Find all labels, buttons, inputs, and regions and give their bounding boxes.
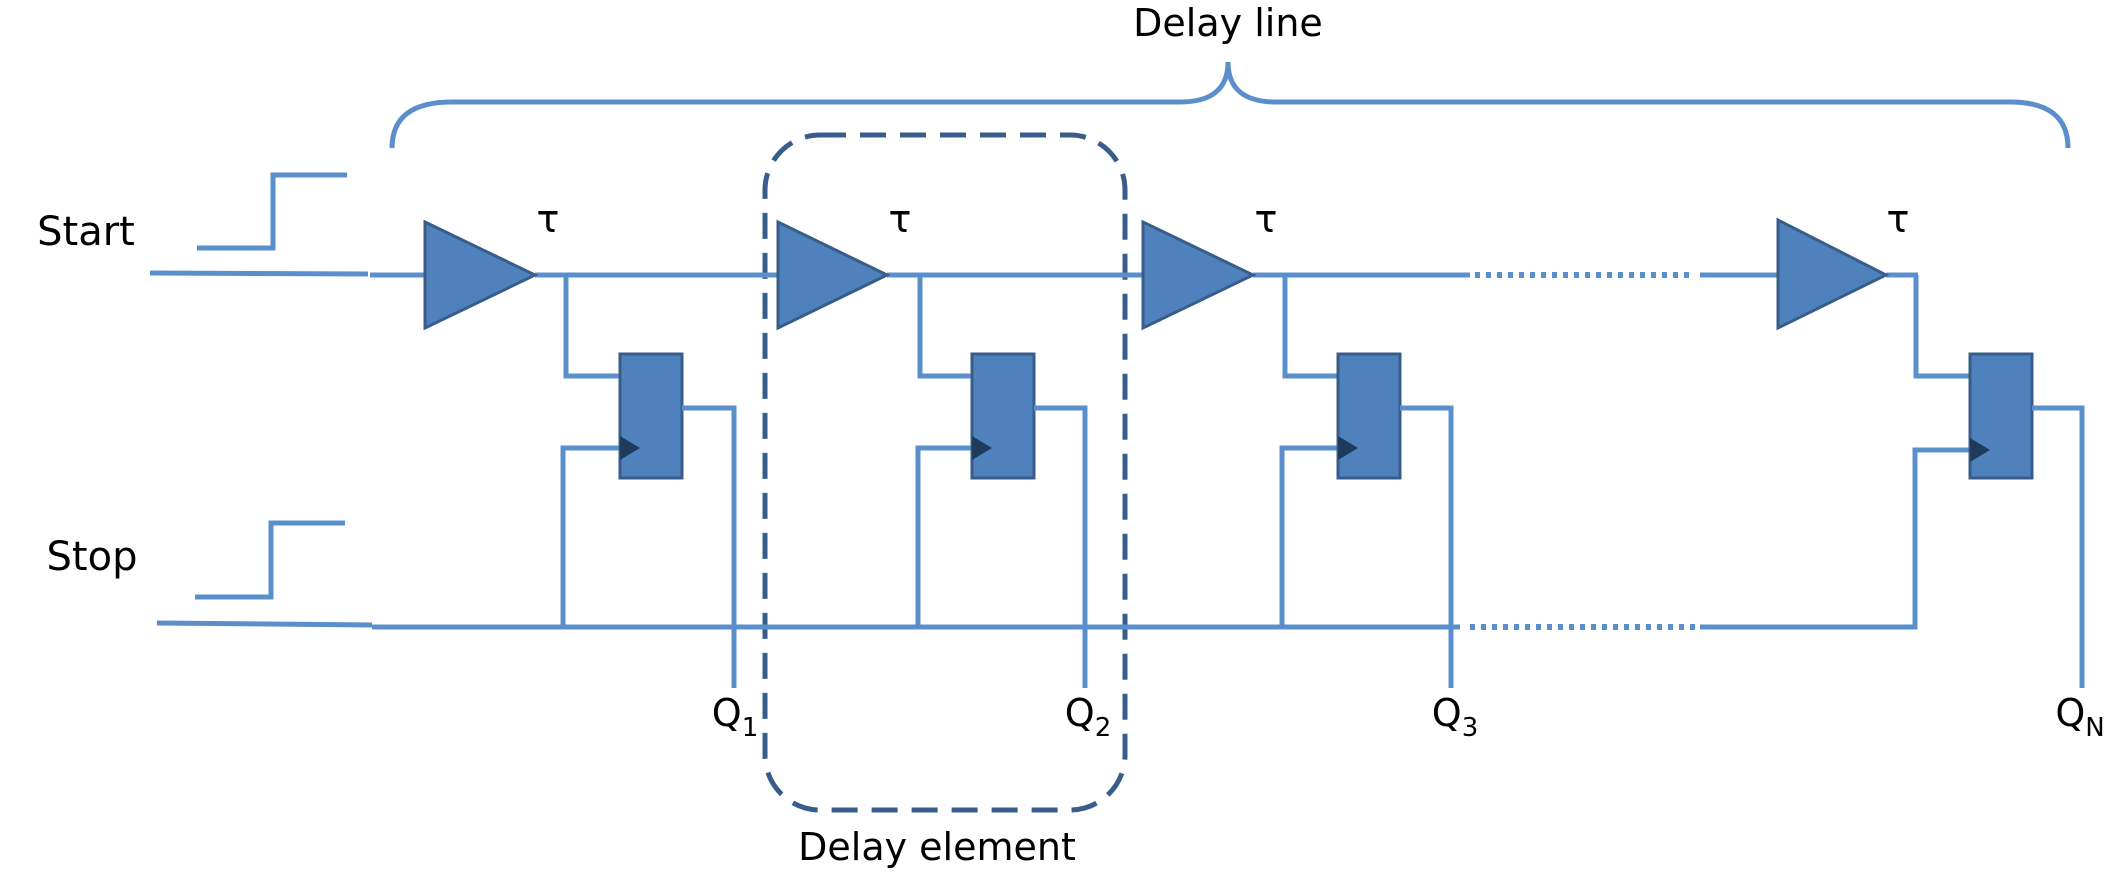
output-label-3: Q3 bbox=[1432, 691, 1478, 743]
flip-flop-n bbox=[1968, 352, 2034, 480]
flip-flop-3 bbox=[1336, 352, 1402, 480]
clock-marker-1 bbox=[620, 436, 640, 460]
output-label-n: QN bbox=[2055, 691, 2104, 743]
delay-stage-2: τ Q2 bbox=[776, 197, 1111, 743]
start-label: Start bbox=[37, 209, 135, 255]
start-step-waveform bbox=[197, 172, 347, 251]
flip-flop-1 bbox=[618, 352, 684, 480]
delay-element-label: Delay element bbox=[798, 825, 1076, 869]
delay-buffer-n bbox=[1776, 217, 1890, 331]
stop-label: Stop bbox=[47, 534, 138, 580]
output-label-2: Q2 bbox=[1065, 691, 1111, 743]
stop-step-waveform bbox=[195, 520, 345, 600]
delay-label-1: τ bbox=[537, 197, 560, 241]
start-line bbox=[149, 270, 1918, 278]
delay-label-3: τ bbox=[1255, 197, 1278, 241]
delay-line-label: Delay line bbox=[1133, 1, 1323, 45]
delay-stage-1: τ Q1 bbox=[423, 197, 758, 743]
delay-buffer-3 bbox=[1141, 219, 1257, 331]
stop-line bbox=[156, 447, 1970, 630]
delay-buffer-2 bbox=[776, 219, 891, 331]
flip-flop-2 bbox=[970, 352, 1036, 480]
clock-marker-n bbox=[1970, 438, 1990, 462]
delay-stage-3: τ Q3 bbox=[1141, 197, 1478, 743]
delay-buffer-1 bbox=[423, 219, 539, 331]
delay-stage-n: τ QN bbox=[1776, 197, 2105, 743]
output-label-1: Q1 bbox=[712, 691, 758, 743]
clock-marker-2 bbox=[972, 436, 992, 460]
clock-marker-3 bbox=[1338, 436, 1358, 460]
delay-label-2: τ bbox=[889, 197, 912, 241]
delay-label-n: τ bbox=[1887, 197, 1910, 241]
delay-line-brace bbox=[389, 61, 2071, 149]
delay-element-box bbox=[762, 132, 1128, 813]
